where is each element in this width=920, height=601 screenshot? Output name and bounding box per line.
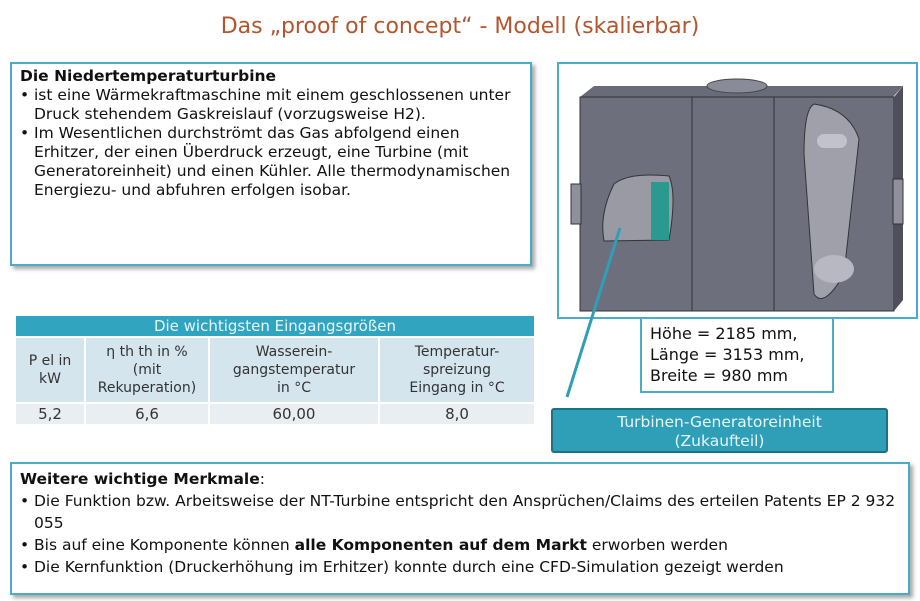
- feature-bullet: Die Kernfunktion (Druckerhöhung im Erhit…: [20, 556, 900, 578]
- slide-title: Das „proof of concept“ - Modell (skalier…: [220, 14, 700, 39]
- feature-bullet: Bis auf eine Komponente können alle Komp…: [20, 534, 900, 556]
- table-cell: 8,0: [378, 402, 536, 426]
- table-cell: 60,00: [208, 402, 380, 426]
- features-box: Weitere wichtige Merkmale: Die Funktion …: [10, 462, 910, 595]
- machine-image-frame: [557, 62, 918, 319]
- table-cell: 6,6: [84, 402, 210, 426]
- dimension-length: Länge = 3153 mm,: [650, 345, 805, 364]
- feature-bullet: Die Funktion bzw. Arbeitsweise der NT-Tu…: [20, 490, 900, 534]
- table-cell: 5,2: [14, 402, 86, 426]
- intro-bullet: Im Wesentlichen durchströmt das Gas abfo…: [20, 124, 522, 200]
- table-header: η th th in % (mit Rekuperation): [84, 336, 210, 404]
- table-header: P el in kW: [14, 336, 86, 404]
- features-heading: Weitere wichtige Merkmale: [20, 470, 260, 488]
- dimension-height: Höhe = 2185 mm,: [650, 324, 798, 343]
- label-line: (Zukaufteil): [674, 432, 765, 450]
- intro-heading: Die Niedertemperaturturbine: [20, 67, 277, 85]
- machine-drawing: [570, 78, 904, 312]
- table-header: Wasserein-gangstemperatur in °C: [208, 336, 380, 404]
- turbine-label: Turbinen-Generatoreinheit (Zukaufteil): [551, 408, 888, 453]
- intro-bullet: ist eine Wärmekraftmaschine mit einem ge…: [20, 86, 522, 124]
- text: Bis auf eine Komponente können: [34, 536, 295, 554]
- dimension-width: Breite = 980 mm: [650, 366, 788, 385]
- dimensions-box: Höhe = 2185 mm, Länge = 3153 mm, Breite …: [640, 317, 834, 393]
- intro-box: Die Niedertemperaturturbine ist eine Wär…: [10, 62, 532, 266]
- colon: :: [259, 470, 265, 488]
- table-header: Temperatur-spreizung Eingang in °C: [378, 336, 536, 404]
- text: erworben werden: [586, 536, 728, 554]
- input-table: Die wichtigsten Eingangsgrößen P el in k…: [14, 314, 536, 426]
- table-title: Die wichtigsten Eingangsgrößen: [14, 314, 536, 338]
- label-line: Turbinen-Generatoreinheit: [617, 413, 822, 431]
- bold-text: alle Komponenten auf dem Markt: [294, 536, 587, 554]
